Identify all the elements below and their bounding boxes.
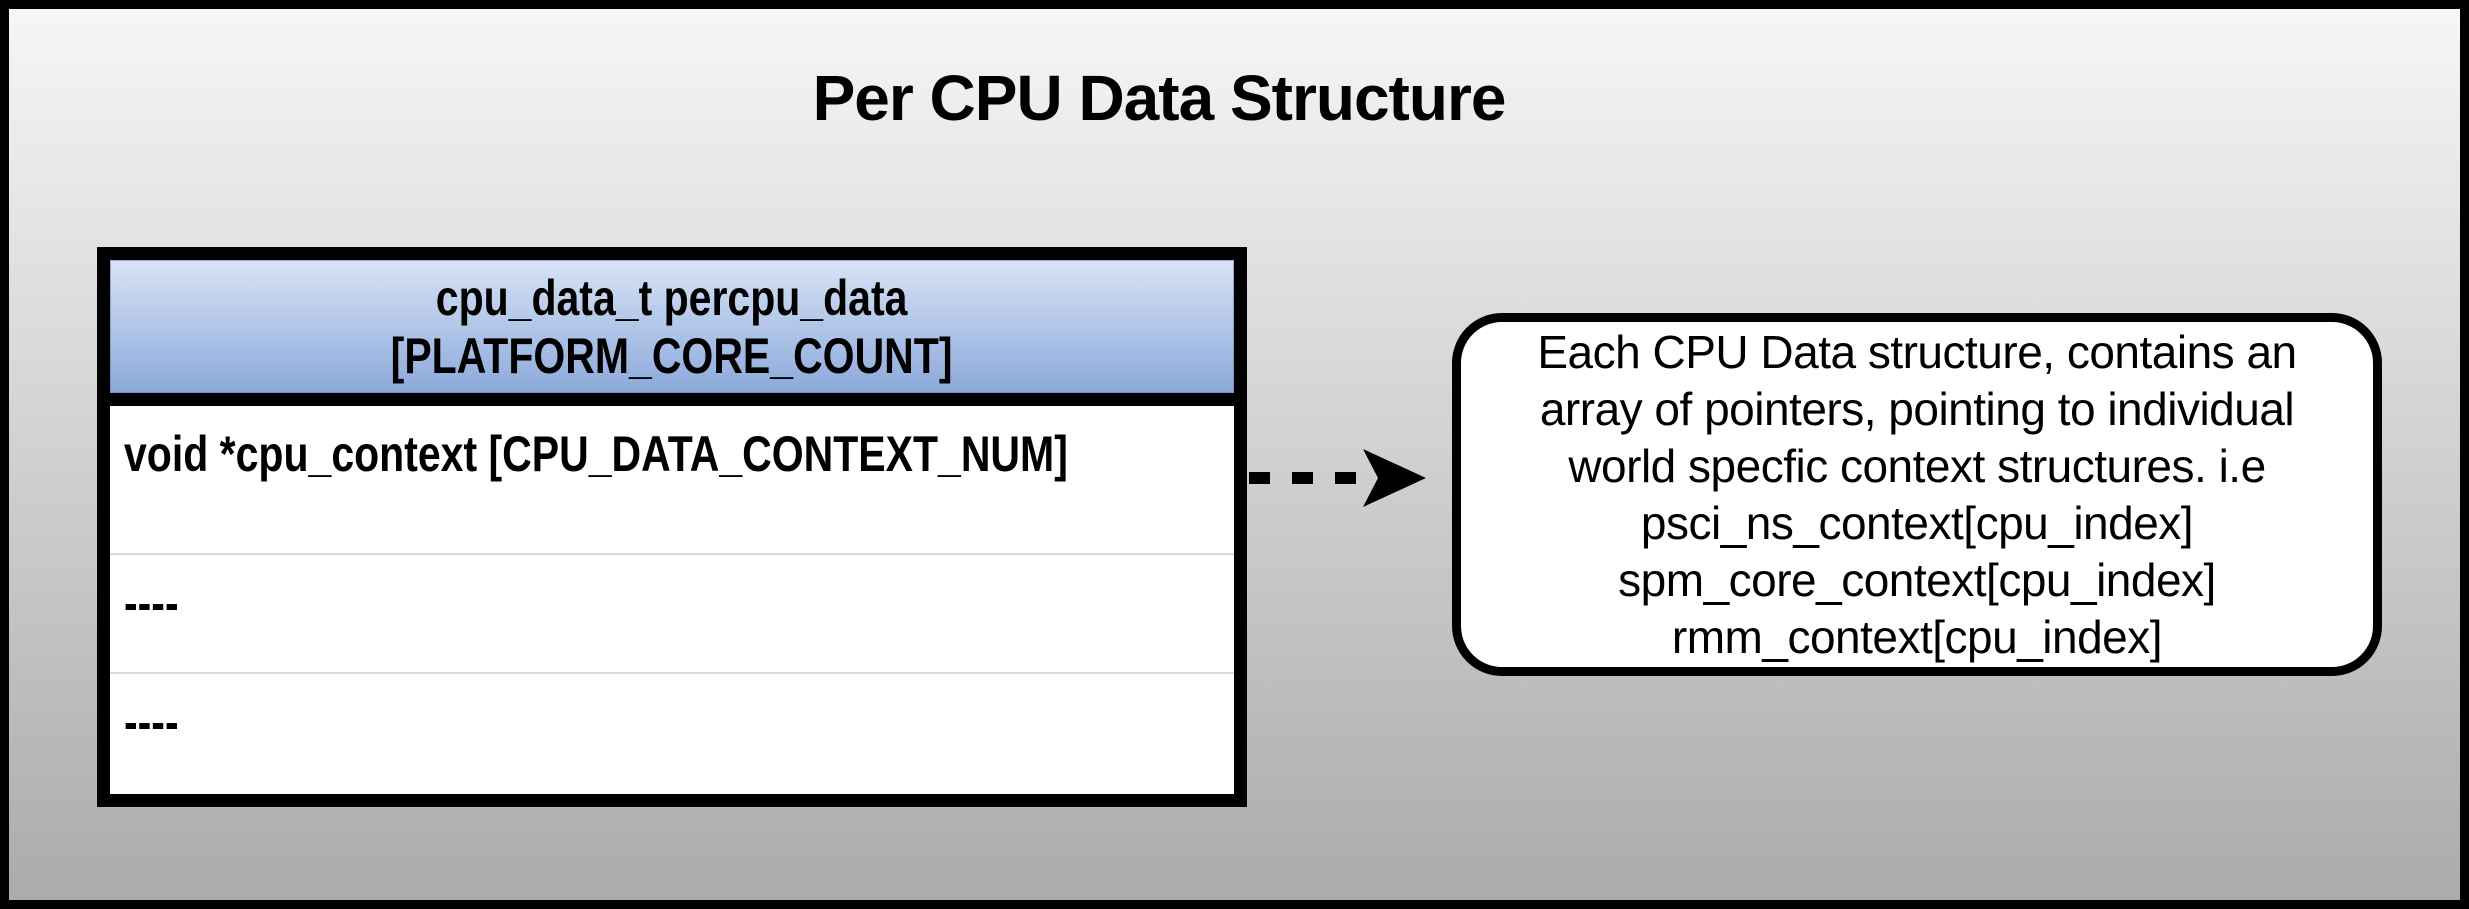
struct-table-cell-text: ---- (124, 694, 179, 750)
callout-line: Each CPU Data structure, contains an (1537, 325, 2297, 378)
callout-line: psci_ns_context[cpu_index] (1640, 496, 2194, 549)
percpu-struct-table: cpu_data_t percpu_data [PLATFORM_CORE_CO… (97, 247, 1247, 807)
struct-table-header-line2: [PLATFORM_CORE_COUNT] (391, 327, 953, 384)
struct-table-row-cpu-context: void *cpu_context [CPU_DATA_CONTEXT_NUM] (110, 406, 1234, 555)
struct-table-row-ellipsis-2: ---- (110, 674, 1234, 794)
callout-line: rmm_context[cpu_index] (1671, 610, 2163, 663)
arrowhead-icon (1363, 449, 1426, 507)
callout-note: Each CPU Data structure, contains an arr… (1452, 313, 2382, 676)
callout-line: spm_core_context[cpu_index] (1618, 553, 2216, 606)
callout-line: world specfic context structures. i.e (1568, 439, 2266, 492)
diagram-title: Per CPU Data Structure (812, 62, 1507, 134)
struct-table-cell-text: void *cpu_context [CPU_DATA_CONTEXT_NUM] (124, 426, 1068, 482)
struct-table-cell-text: ---- (124, 575, 179, 631)
struct-table-header-line1: cpu_data_t percpu_data (436, 269, 908, 326)
callout-line: array of pointers, pointing to individua… (1539, 382, 2295, 435)
struct-table-header: cpu_data_t percpu_data [PLATFORM_CORE_CO… (110, 260, 1234, 406)
struct-table-row-ellipsis-1: ---- (110, 555, 1234, 674)
